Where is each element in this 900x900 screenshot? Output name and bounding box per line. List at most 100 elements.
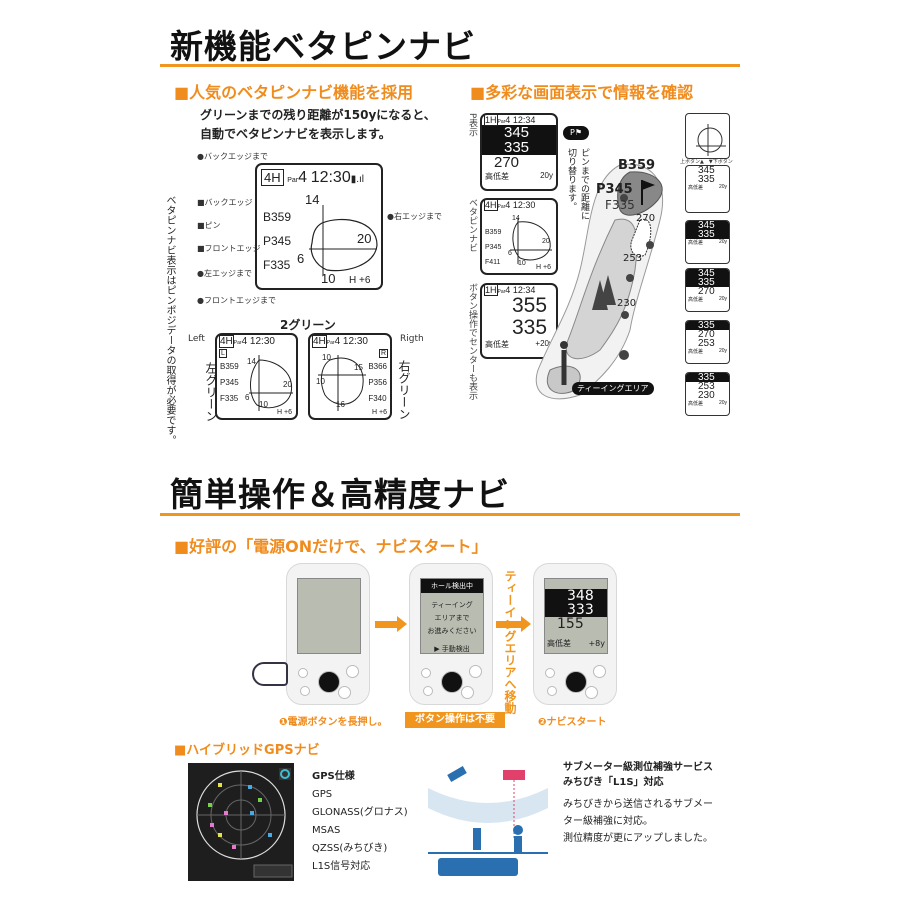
- distance: 20: [283, 380, 292, 389]
- green-diagram: [249, 355, 293, 411]
- distance: 10: [322, 353, 331, 362]
- par-value: 4: [505, 285, 511, 295]
- elevation-value: +20y: [535, 339, 553, 348]
- map-253: 253: [623, 253, 643, 264]
- pin-value: P356: [368, 378, 387, 387]
- callout-back-to: ●バックエッジまで: [197, 152, 268, 161]
- michibiki-title: みちびき「L1S」対応: [563, 777, 664, 788]
- left-green-label: 左グリーン: [204, 362, 218, 422]
- hand-pointer-icon: [252, 662, 288, 686]
- section1-title: 新機能ベタピンナビ: [170, 27, 476, 66]
- distance: 6: [508, 250, 512, 257]
- down-button: [461, 686, 474, 699]
- distance: 10: [316, 377, 325, 386]
- map-230: 230: [617, 298, 637, 309]
- par-label: Par: [497, 204, 506, 210]
- message-line: エリアまで: [434, 614, 470, 622]
- back-edge-value: B366: [368, 362, 387, 371]
- map-pin: P345: [596, 182, 633, 197]
- elevation-value: 20y: [718, 296, 727, 302]
- par-value: 4: [505, 115, 511, 125]
- mini-value: 335: [686, 373, 729, 383]
- mini-value: 253: [698, 338, 715, 349]
- elevation-label: 高低差: [688, 297, 704, 303]
- power-button: [421, 668, 431, 678]
- callout-front-edge: ■フロントエッジ: [197, 244, 261, 253]
- center-distance: 355: [512, 294, 548, 317]
- arrow-right-icon: [496, 621, 522, 628]
- par-label: Par: [497, 289, 506, 295]
- pin-distance: 345: [504, 124, 530, 141]
- move-to-tee-note: ティーイングエリアへ移動: [503, 570, 517, 714]
- elevation-value: 20y: [718, 239, 727, 245]
- elevation-value: 20y: [718, 184, 727, 190]
- michibiki-desc: みちびきから送信されるサブメー: [563, 799, 713, 810]
- hazard-distance: 270: [494, 154, 520, 171]
- center-label: ボタン操作でセンターも表示: [467, 283, 477, 400]
- time: 12:30: [249, 336, 275, 347]
- map-270: 270: [636, 213, 656, 224]
- mini-screen-betapin: [685, 113, 730, 159]
- elevation-label: 高低差: [485, 340, 509, 349]
- screen: ホール検出中 ティーイングエリアまでお進みください ▶ 手動検出: [420, 578, 484, 654]
- par-label: Par: [326, 340, 335, 346]
- elevation-label: 高低差: [485, 172, 509, 181]
- front-distance: 333: [567, 602, 594, 618]
- center-button: [318, 671, 340, 693]
- arrow-head: [397, 616, 407, 632]
- divider: [160, 64, 740, 67]
- par-value: 4: [241, 336, 248, 347]
- callout-right-to: ●右エッジまで: [387, 212, 442, 221]
- desc-line: 自動でベタピンナビを表示します。: [200, 127, 391, 141]
- tee-area-label: ティーイングエリア: [572, 382, 654, 395]
- time: 12:34: [512, 115, 536, 125]
- mini-value: 345: [686, 221, 729, 231]
- section2-title: 簡単操作＆高精度ナビ: [170, 475, 510, 514]
- map-front: F335: [605, 198, 635, 212]
- time: 12:30: [310, 169, 351, 186]
- height-diff: H +6: [536, 264, 551, 271]
- distance: 16: [336, 400, 345, 409]
- mini-value: 335: [686, 278, 729, 288]
- front-edge-value: F335: [220, 394, 239, 403]
- green-diagram: [510, 218, 552, 264]
- p-display-label: P表示: [467, 113, 477, 137]
- back-edge-value: B359: [485, 229, 502, 236]
- distance: 14: [247, 357, 256, 366]
- front-edge-value: F411: [485, 259, 501, 266]
- back-edge-value: B359: [220, 362, 239, 371]
- michibiki-desc: 測位精度が更にアップしました。: [563, 833, 713, 844]
- hybrid-gps-heading: ■ハイブリッドGPSナビ: [174, 743, 320, 758]
- mini-value: 230: [698, 390, 715, 401]
- callout-left-to: ●左エッジまで: [197, 269, 252, 278]
- elevation-label: 高低差: [688, 401, 704, 407]
- up-button: [346, 665, 359, 678]
- michibiki-desc: ター級補強に対応。: [563, 816, 653, 827]
- no-button-badge: ボタン操作は不要: [405, 712, 505, 728]
- buttons-note: 上ボタン▲ ▼下ボタン: [680, 159, 733, 165]
- hole-number: 4H: [219, 335, 234, 348]
- distance: 14: [512, 215, 520, 222]
- display-heading: ■多彩な画面表示で情報を確認: [470, 83, 694, 102]
- elevation-label: 高低差: [547, 639, 571, 648]
- elevation-value: +8y: [588, 639, 605, 648]
- elevation-label: 高低差: [688, 185, 704, 191]
- distance: 6: [245, 393, 250, 402]
- betapin-description: グリーンまでの残り距離が150yになると、 自動でベタピンナビを表示します。: [200, 106, 436, 144]
- divider: [160, 513, 740, 516]
- par-value: 4: [334, 336, 341, 347]
- step1-caption: ❶電源ボタンを長押し。: [279, 717, 388, 728]
- height-diff: H +6: [372, 409, 387, 416]
- up-button: [593, 665, 606, 678]
- time: 12:30: [512, 200, 536, 210]
- left-distance: 6: [297, 251, 305, 266]
- par-value: 4: [505, 200, 511, 210]
- front-distance: 335: [504, 139, 530, 156]
- height-diff: H +6: [277, 409, 292, 416]
